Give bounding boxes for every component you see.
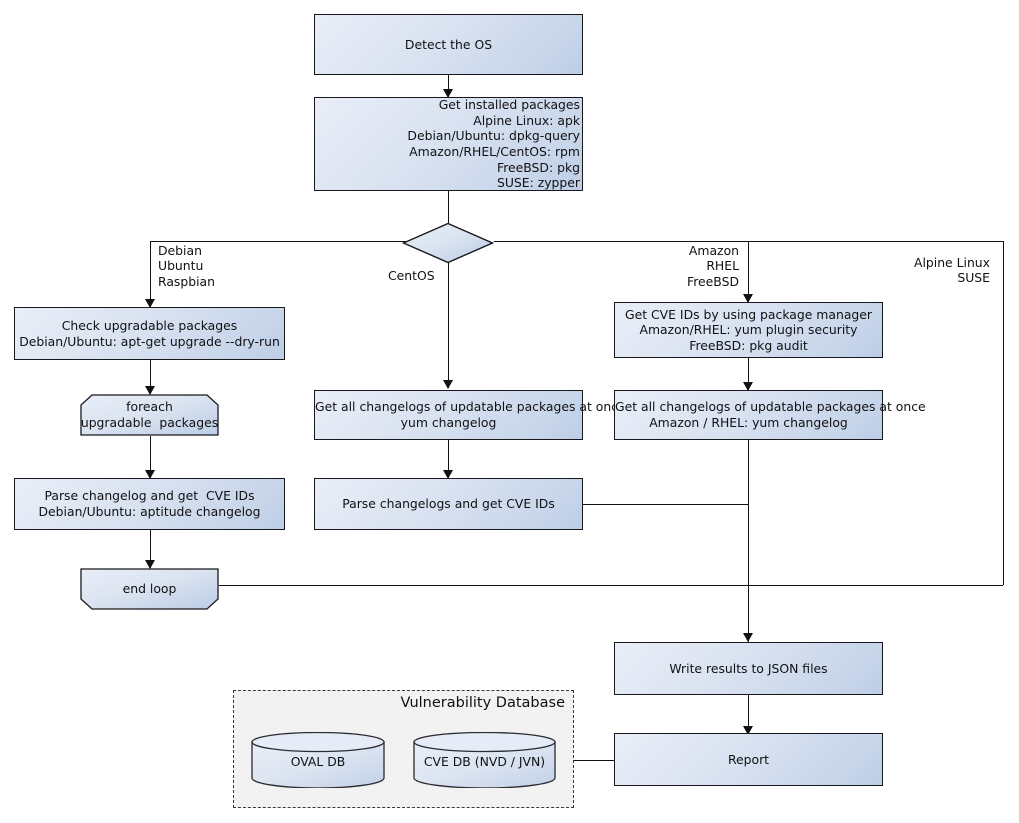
edge-amazon-to-write	[747, 440, 749, 642]
oval-db-label: OVAL DB	[290, 754, 346, 769]
node-os-decision[interactable]	[401, 221, 495, 265]
edge-installed-to-decision	[447, 191, 449, 225]
arrowhead-amazon-changelogs	[743, 382, 753, 391]
node-report-label: Report	[727, 751, 770, 767]
node-write-json[interactable]: Write results to JSON files	[614, 642, 883, 695]
arrowhead-write-json	[743, 633, 753, 642]
edge-decision-to-centos	[447, 260, 449, 388]
vulnerability-database-title: Vulnerability Database	[400, 695, 565, 711]
edge-parse-to-endloop	[149, 530, 151, 568]
node-end-loop-label: end loop	[122, 581, 177, 597]
node-changelogs-centos[interactable]: Get all changelogs of updatable packages…	[314, 390, 626, 440]
end-loop-shape	[80, 568, 219, 610]
node-end-loop[interactable]: end loop	[80, 568, 219, 610]
edge-centoslogs-to-parse	[447, 440, 449, 478]
edge-foreach-to-parse	[149, 436, 151, 478]
arrowhead-parse-centos	[443, 470, 453, 479]
edge-farright-down	[1002, 241, 1004, 585]
node-write-json-label: Write results to JSON files	[669, 660, 828, 676]
arrowhead-report	[743, 726, 753, 735]
node-detect-os-label: Detect the OS	[404, 36, 493, 52]
edge-decision-left	[149, 241, 406, 243]
edge-decision-right	[494, 241, 1004, 243]
node-changelogs-amazon[interactable]: Get all changelogs of updatable packages…	[614, 390, 926, 440]
branch-label-centos: CentOS	[388, 268, 435, 283]
node-report[interactable]: Report	[614, 733, 883, 786]
edge-check-to-foreach	[149, 360, 151, 394]
arrowhead-debian	[145, 299, 155, 308]
edge-detect-to-installed	[447, 75, 449, 97]
foreach-loop-shape	[80, 394, 219, 436]
arrowhead-foreach	[145, 386, 155, 395]
edge-left-down	[149, 241, 151, 307]
arrowhead-parse-deb	[145, 470, 155, 479]
arrowhead-endloop	[145, 560, 155, 569]
node-changelogs-centos-label: Get all changelogs of updatable packages…	[315, 399, 626, 430]
cve-db-shape	[413, 731, 556, 789]
cve-db-cylinder[interactable]: CVE DB (NVD / JVN)	[413, 731, 556, 789]
oval-db-shape	[251, 731, 385, 789]
node-detect-os[interactable]: Detect the OS	[314, 14, 583, 75]
arrowhead-centos	[443, 380, 453, 389]
edge-cvedb-to-report	[556, 759, 614, 761]
edge-endloop-right	[219, 584, 1003, 586]
edge-write-to-report	[747, 695, 749, 733]
arrowhead-amazon	[743, 294, 753, 303]
node-parse-changelogs-centos[interactable]: Parse changelogs and get CVE IDs	[314, 478, 583, 530]
decision-diamond-shape	[401, 222, 495, 264]
arrowhead-installed	[443, 89, 453, 98]
edge-amazon-down	[747, 241, 749, 302]
edge-parsecentos-right	[583, 503, 748, 505]
node-parse-changelogs-centos-label: Parse changelogs and get CVE IDs	[342, 496, 555, 512]
oval-db-cylinder[interactable]: OVAL DB	[251, 731, 385, 789]
cve-db-label: CVE DB (NVD / JVN)	[423, 754, 546, 769]
node-changelogs-amazon-label: Get all changelogs of updatable packages…	[615, 399, 926, 430]
edge-getcve-to-changelogs	[747, 358, 749, 390]
